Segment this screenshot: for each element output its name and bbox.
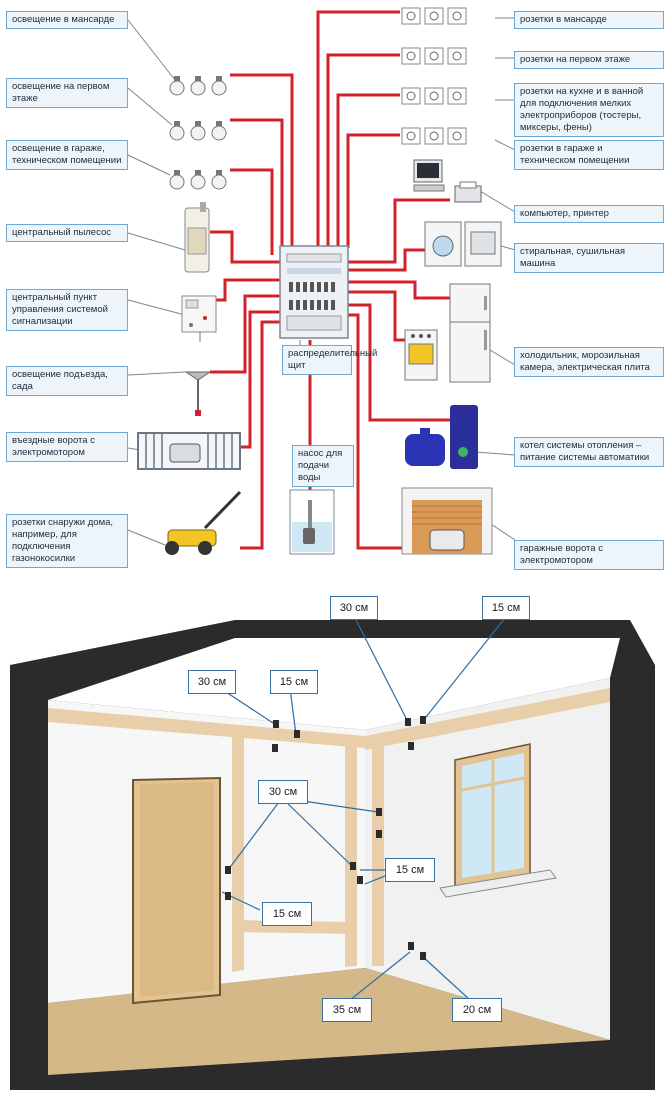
- wire-garage-outlets: [346, 133, 400, 248]
- fridge: [449, 283, 491, 383]
- distribution-panel: [279, 245, 349, 339]
- label-fridge-stove: холодильник, морозильная камера, электри…: [514, 347, 664, 377]
- label-washer-dryer: стиральная, сушильная машина: [514, 243, 664, 273]
- porch-lamp: [184, 371, 212, 416]
- measure-label: 30 см: [188, 670, 236, 694]
- room-diagram: 30 см 15 см 30 см 15 см 30 см 15 см 15 с…: [0, 570, 670, 1115]
- label-outdoor-outlets: розетки снаружи дома, например, для подк…: [6, 514, 128, 568]
- alarm-panel: [181, 295, 217, 342]
- outlet-row-ground: [401, 47, 467, 65]
- wire-vacuum: [210, 230, 283, 264]
- outlets: [401, 7, 467, 145]
- label-kitchen-outlets: розетки на кухне и в ванной для подключе…: [514, 83, 664, 137]
- wire-computer: [345, 198, 450, 264]
- measure-label: 35 см: [322, 998, 372, 1022]
- outlet-row-kitchen: [401, 87, 467, 105]
- water-pump: [289, 489, 335, 555]
- bulbs-attic: [169, 76, 227, 96]
- wire-boiler: [345, 303, 450, 422]
- measure-leaders: [219, 617, 506, 1001]
- entry-gate: [137, 432, 241, 470]
- bulbs-ground: [169, 121, 227, 141]
- wire-kitchen-outlets: [336, 93, 400, 248]
- label-ground-lighting: освещение на первом этаже: [6, 78, 128, 108]
- wire-garage-gate: [345, 313, 402, 550]
- measure-label: 20 см: [452, 998, 502, 1022]
- wire-ground-light: [230, 118, 284, 248]
- outlet-row-garage: [401, 127, 467, 145]
- wire-fridge: [345, 280, 450, 300]
- boiler: [405, 405, 478, 469]
- wiring-diagram: освещение в мансарде освещение на первом…: [6, 7, 664, 570]
- wire-lawnmower: [240, 320, 285, 550]
- wire-alarm: [215, 278, 283, 302]
- measure-label: 15 см: [262, 902, 312, 926]
- wire-attic-light: [230, 73, 294, 248]
- label-garage-outlets: розетки в гараже и техническом помещении: [514, 140, 664, 170]
- wire-entry-gate: [240, 310, 283, 449]
- wire-ground-outlets: [326, 53, 400, 248]
- label-attic-outlets: розетки в мансарде: [514, 11, 664, 29]
- label-distribution-panel: распределительный щит: [282, 345, 377, 375]
- measure-label: 30 см: [258, 780, 308, 804]
- wire-porch-light: [210, 294, 283, 374]
- label-alarm-control: центральный пункт управления системой си…: [6, 289, 128, 331]
- computer-printer: [413, 159, 482, 203]
- vacuum-unit: [184, 202, 210, 273]
- measure-label: 15 см: [385, 858, 435, 882]
- washer-dryer: [424, 221, 502, 267]
- measure-label: 15 см: [482, 596, 530, 620]
- door: [132, 776, 221, 1005]
- garage-gate: [401, 487, 493, 555]
- wiring-channels: [48, 688, 610, 972]
- label-central-vacuum: центральный пылесос: [6, 224, 128, 242]
- label-ground-outlets: розетки на первом этаже: [514, 51, 664, 69]
- label-garage-gate: гаражные ворота с электромотором: [514, 540, 664, 570]
- stove: [404, 329, 438, 381]
- label-garage-lighting: освещение в гараже, техническом помещени…: [6, 140, 128, 170]
- room-graphics: [0, 570, 670, 1115]
- label-water-pump: насос для подачи воды: [292, 445, 354, 487]
- ceiling: [48, 638, 620, 730]
- label-porch-lighting: освещение подъезда, сада: [6, 366, 128, 396]
- measure-label: 15 см: [270, 670, 318, 694]
- label-entry-gate: въездные ворота с электромотором: [6, 432, 128, 462]
- measure-label: 30 см: [330, 596, 378, 620]
- lawnmower: [165, 490, 242, 555]
- light-bulbs: [169, 76, 227, 190]
- wire-stove: [345, 290, 405, 342]
- bulbs-garage: [169, 170, 227, 190]
- outlet-points: [225, 716, 426, 960]
- wire-garage-light: [230, 168, 274, 255]
- label-boiler: котел системы отопления – питание систем…: [514, 437, 664, 467]
- outlet-row-attic: [401, 7, 467, 25]
- window: [439, 743, 557, 898]
- label-attic-lighting: освещение в мансарде: [6, 11, 128, 29]
- wire-washer: [345, 248, 425, 272]
- label-computer-printer: компьютер, принтер: [514, 205, 664, 223]
- wire-attic-outlets: [316, 10, 400, 248]
